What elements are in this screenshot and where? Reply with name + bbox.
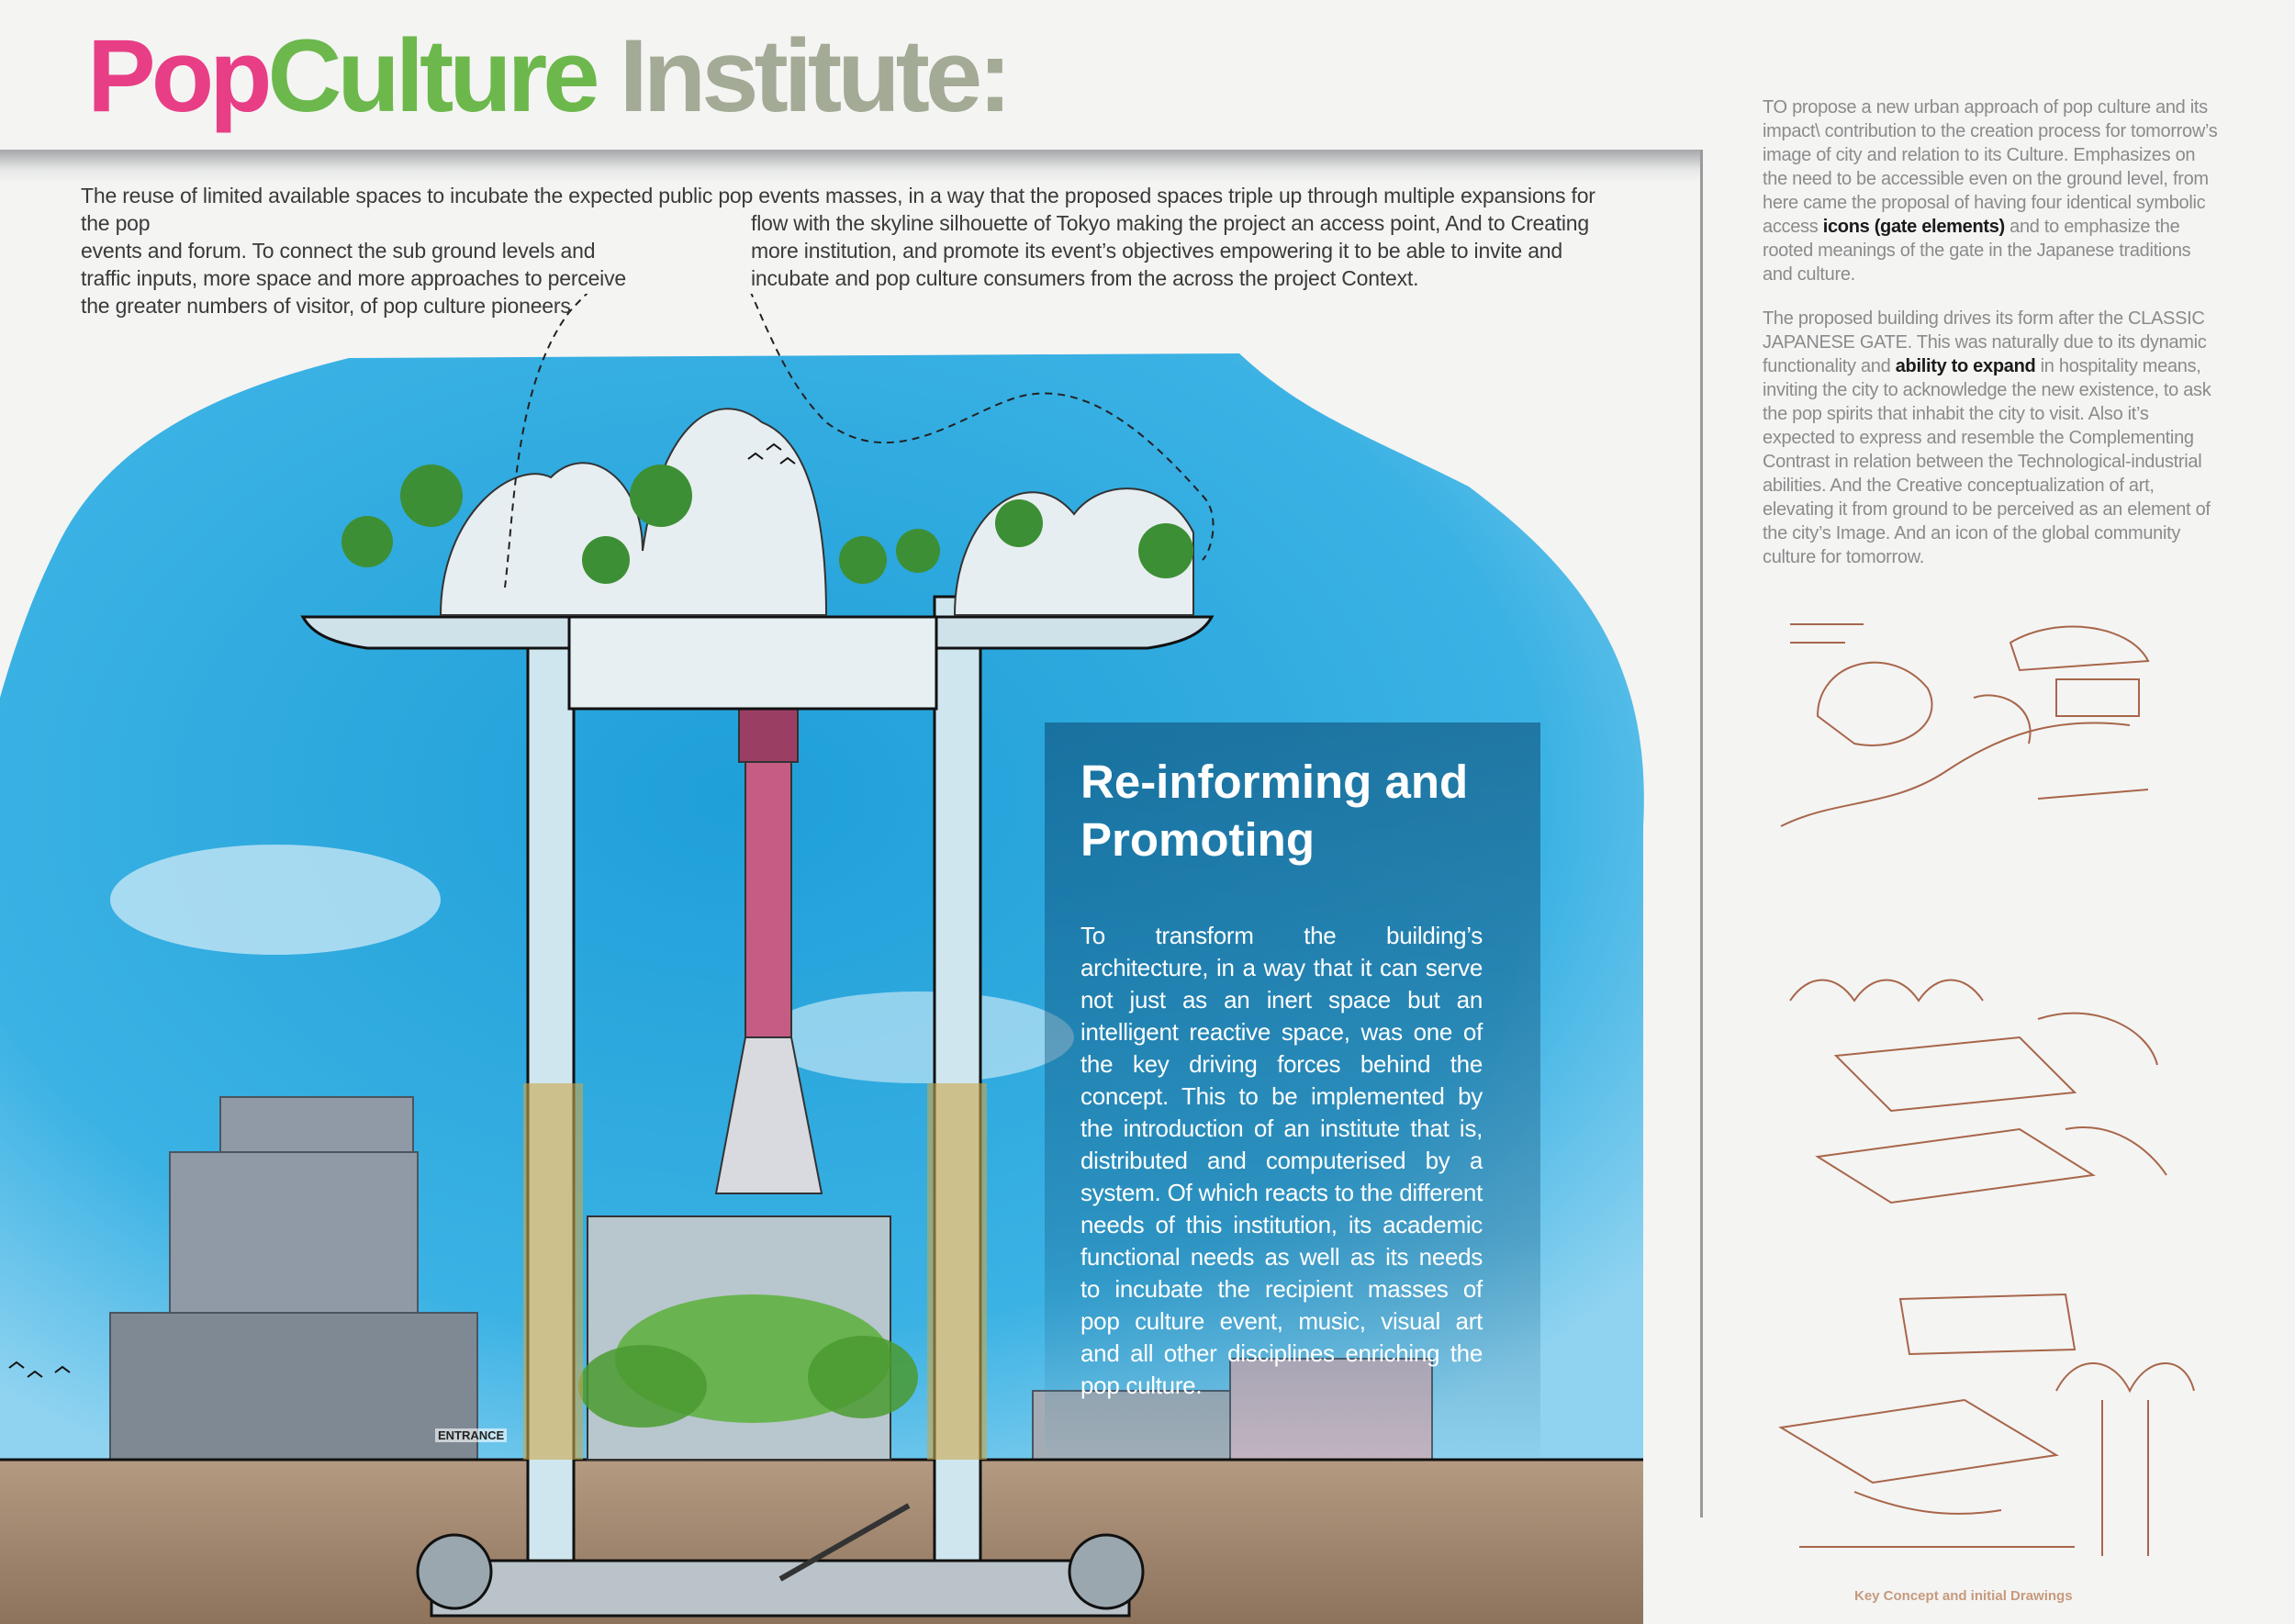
- intro-line-1: The reuse of limited available spaces to…: [81, 184, 1595, 235]
- dashed-silhouette: [504, 294, 1215, 588]
- intro-left-block: events and forum. To connect the sub gro…: [81, 239, 626, 318]
- title-pop: Pop: [87, 18, 273, 133]
- side-description: TO propose a new urban approach of pop c…: [1763, 95, 2222, 589]
- roof-pods: [439, 408, 828, 616]
- column-divider: [1700, 150, 1703, 1518]
- concept-sketch-3: [1778, 1293, 2195, 1556]
- section-body: To transform the building’s architecture…: [1080, 922, 1483, 1399]
- sketch-caption: Key Concept and initial Drawings: [1854, 1588, 2073, 1604]
- side-paragraph-1: TO propose a new urban approach of pop c…: [1763, 97, 2218, 285]
- text-overlay-panel: [1045, 722, 1540, 1457]
- title-institute: Institute:: [619, 18, 1013, 133]
- section-heading: Re-informing and Promoting: [1080, 756, 1469, 866]
- entrance-label: ENTRANCE: [435, 1428, 508, 1442]
- title-culture: Culture: [267, 18, 600, 133]
- intro-paragraph: The reuse of limited available spaces to…: [81, 182, 1623, 319]
- header-band: [0, 150, 1703, 183]
- page-title: PopCulture Institute:: [87, 17, 1013, 135]
- underground-level: [430, 1559, 1131, 1618]
- side-paragraph-2: The proposed building drives its form af…: [1763, 308, 2211, 567]
- concept-sketch-1: [1780, 623, 2150, 827]
- concept-sketch-2: [1789, 979, 2167, 1204]
- intro-right-block: flow with the skyline silhouette of Toky…: [751, 211, 1589, 290]
